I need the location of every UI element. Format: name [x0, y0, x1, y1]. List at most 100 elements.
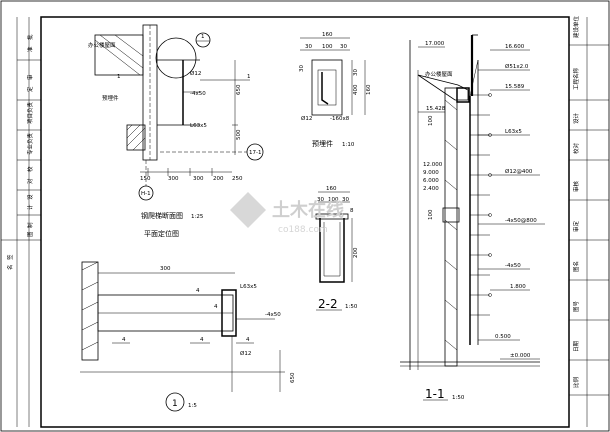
detail-a-dim-bottom-3: 300 [193, 176, 204, 182]
embed-dim-100: 100 [322, 44, 333, 50]
watermark-main: 土木在线 [272, 199, 344, 221]
detail1-title-circle [165, 392, 185, 412]
section1-rung: Ø12@400 [505, 168, 533, 175]
section1-elev-6000: 6.000 [423, 178, 439, 184]
title-block-cell-3: 设计 [572, 112, 580, 124]
section1-dim-100: 100 [428, 115, 434, 126]
watermark: 土木在线 co188.com [230, 192, 344, 235]
section1-elev-17000: 17.000 [425, 41, 445, 47]
detail-a-grid-circle-label: 17-1 [249, 150, 261, 156]
detail1-angle: L63x5 [240, 284, 257, 290]
section1-scale: 1:50 [452, 395, 465, 401]
title-block-cell-10: 比例 [572, 376, 580, 388]
left-strip-cell-10: 计 [26, 204, 34, 210]
section1-dim-100b: 100 [428, 209, 434, 220]
title-block-cell-5: 审核 [572, 180, 580, 192]
section1-elev-15428: 15.428 [426, 106, 446, 112]
left-strip-cell-8: 对 [26, 178, 34, 184]
title-block-cell-4: 校对 [572, 142, 580, 154]
detail1-scale: 1:5 [188, 403, 197, 409]
detail1-weld-e: 4 [246, 337, 250, 343]
detail-a-marker-top: 1 [201, 34, 205, 40]
embed-dim-160: 160 [366, 84, 372, 95]
left-strip-cell-4: 定 [26, 86, 34, 92]
section2-dim-30a: 30 [317, 197, 324, 203]
title-block: 建设单位 工程名称 设计 校对 审核 审定 图名 图号 日期 比例 [568, 15, 609, 427]
section2-dim-30b: 30 [342, 197, 349, 203]
section2-dim-160: 160 [326, 186, 337, 192]
section1-elev-0500: 0.500 [495, 334, 511, 340]
detail-a-dim-500: 500 [236, 129, 242, 140]
section1-rod-top: Ø51x2.0 [505, 63, 529, 70]
detail1-plate: -4x50 [265, 312, 281, 318]
section-2-2: 160 30 100 30 200 8 2-2 1:50 [315, 186, 359, 311]
detail1-weld-a: 4 [196, 288, 200, 294]
detail1-weld-b: 4 [214, 304, 218, 310]
watermark-sub: co188.com [278, 225, 328, 235]
embed-dim-30d: 30 [353, 69, 359, 76]
detail-a-rod: Ø12 [190, 70, 201, 77]
title-block-cell-7: 图名 [572, 261, 580, 272]
section1-elev-16600: 16.600 [505, 44, 525, 50]
section2-dim-100: 100 [328, 197, 339, 203]
section1-elev-9000: 9.000 [423, 170, 439, 176]
detail-a-subtitle: 平面定位图 [144, 229, 179, 238]
detail1-title: 1 [172, 399, 178, 409]
title-block-cell-2: 工程名称 [572, 67, 580, 90]
embed-title: 预埋件 [312, 139, 333, 148]
title-block-cell-9: 日期 [573, 340, 580, 352]
section1-floor-label: 办公楼屋面 [425, 70, 453, 78]
detail-1: 300 L63x5 -4x50 4 4 4 4 4 Ø12 650 1 1:5 [80, 261, 296, 412]
embed-detail: 160 30 100 30 30 400 160 30 Ø12 -160x8 预… [299, 32, 372, 148]
left-strip-cell-12: 图 [26, 231, 34, 237]
detail1-weld-c: 4 [122, 337, 126, 343]
detail-a-dim-650: 650 [236, 84, 242, 95]
section1-plate-b: -4x50 [505, 263, 521, 269]
left-strip-cell-7: 校 [26, 166, 34, 172]
embed-plate: -160x8 [330, 116, 350, 122]
detail-a-floor-label: 办公楼屋面 [88, 41, 116, 49]
left-strip-cell-14: 名 [6, 264, 14, 270]
detail1-dim-650: 650 [290, 372, 296, 383]
detail1-dim-300: 300 [160, 266, 171, 272]
section-1-1: 17.000 16.600 Ø51x2.0 15.589 办公楼屋面 15.42… [400, 34, 545, 401]
embed-dim-30a: 30 [305, 44, 312, 50]
detail1-rod: Ø12 [240, 350, 251, 357]
detail-a-plan: 办公楼屋面 1 1 Ø12 -4x50 L63x5 预埋件 1 650 500 [88, 24, 264, 238]
embed-dim-400: 400 [353, 84, 359, 95]
left-strip-cell-13: 签 [6, 254, 14, 260]
section1-elev-15589: 15.589 [505, 84, 525, 90]
embed-dim-30b: 30 [340, 44, 347, 50]
embed-dim-top: 160 [322, 32, 333, 38]
section2-scale: 1:50 [345, 304, 358, 310]
left-strip: 批 准 审 定 项目负责 专业负责 校 对 设 计 制 图 签 名 [1, 17, 41, 427]
title-block-cell-1: 建设单位 [572, 15, 580, 38]
left-strip-cell-2: 准 [26, 46, 34, 52]
detail-a-dim-bottom-2: 300 [168, 176, 179, 182]
section1-elev-1800: 1.800 [510, 284, 526, 290]
detail-a-dim-bottom-4: 200 [213, 176, 224, 182]
detail-a-dim-bottom-5: 250 [232, 176, 243, 182]
left-strip-cell-1: 批 [26, 34, 34, 40]
detail1-weld-d: 4 [200, 337, 204, 343]
detail-a-angle: L63x5 [190, 123, 207, 129]
section1-plate: -4x50@800 [505, 218, 537, 224]
section1-elev-12000: 12.000 [423, 162, 443, 168]
title-block-cell-6: 审定 [572, 220, 580, 232]
left-strip-cell-11: 制 [26, 222, 34, 228]
embed-dim-30c: 30 [299, 65, 305, 72]
detail-a-grid-circle-left-label: H-1 [141, 191, 151, 197]
embed-rod: Ø12 [301, 115, 312, 122]
detail-a-title: 钢爬梯断面图 [141, 211, 183, 220]
left-strip-cell-5: 项目负责 [26, 101, 34, 124]
section1-angle: L63x5 [505, 129, 522, 135]
section2-dim-8: 8 [350, 208, 354, 214]
left-strip-cell-6: 专业负责 [26, 132, 34, 155]
detail-a-marker-mid-right: 1 [247, 74, 251, 80]
detail-a-scale: 1:25 [191, 214, 204, 220]
detail-a-marker-top-circle [195, 32, 211, 48]
title-block-cell-8: 图号 [572, 300, 580, 312]
section2-title: 2-2 [318, 297, 338, 311]
